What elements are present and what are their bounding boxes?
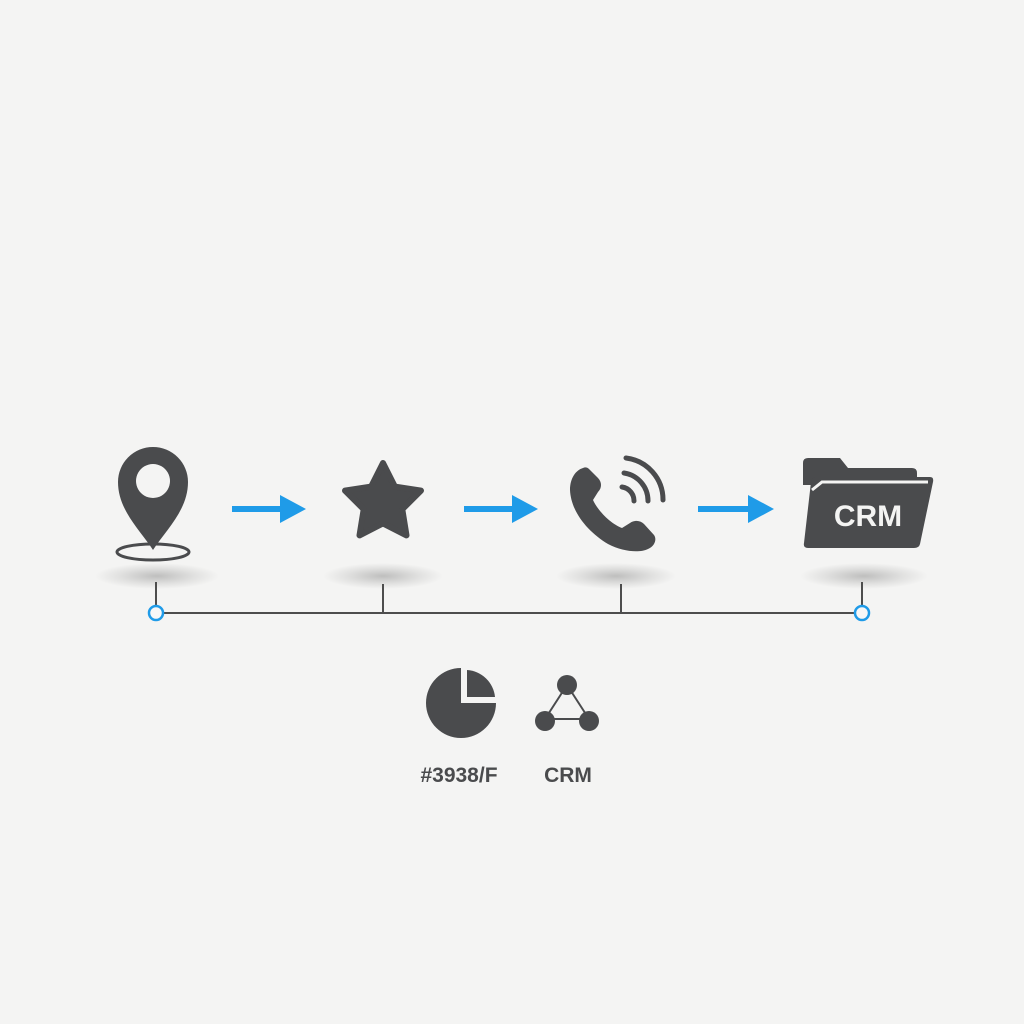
star-shadow (323, 563, 443, 589)
map-pin-shadow (95, 563, 219, 589)
flow-arrow-3 (698, 495, 774, 523)
flow-arrow-2 (464, 495, 538, 523)
crm-folder-icon: CRM (803, 458, 934, 548)
map-pin-icon (115, 447, 191, 562)
network-nodes-icon (535, 675, 599, 731)
timeline-start-node (147, 604, 165, 622)
phone-shadow (556, 563, 676, 589)
pie-chart-icon (426, 668, 496, 738)
legend-label-pie: #3938/F (420, 764, 497, 787)
crm-folder-label: CRM (834, 500, 902, 533)
folder-shadow (800, 563, 928, 589)
star-icon (342, 460, 424, 539)
flow-arrow-1 (232, 495, 306, 523)
timeline-end-node (853, 604, 871, 622)
phone-call-icon (570, 455, 666, 552)
legend-label-network: CRM (544, 764, 592, 787)
